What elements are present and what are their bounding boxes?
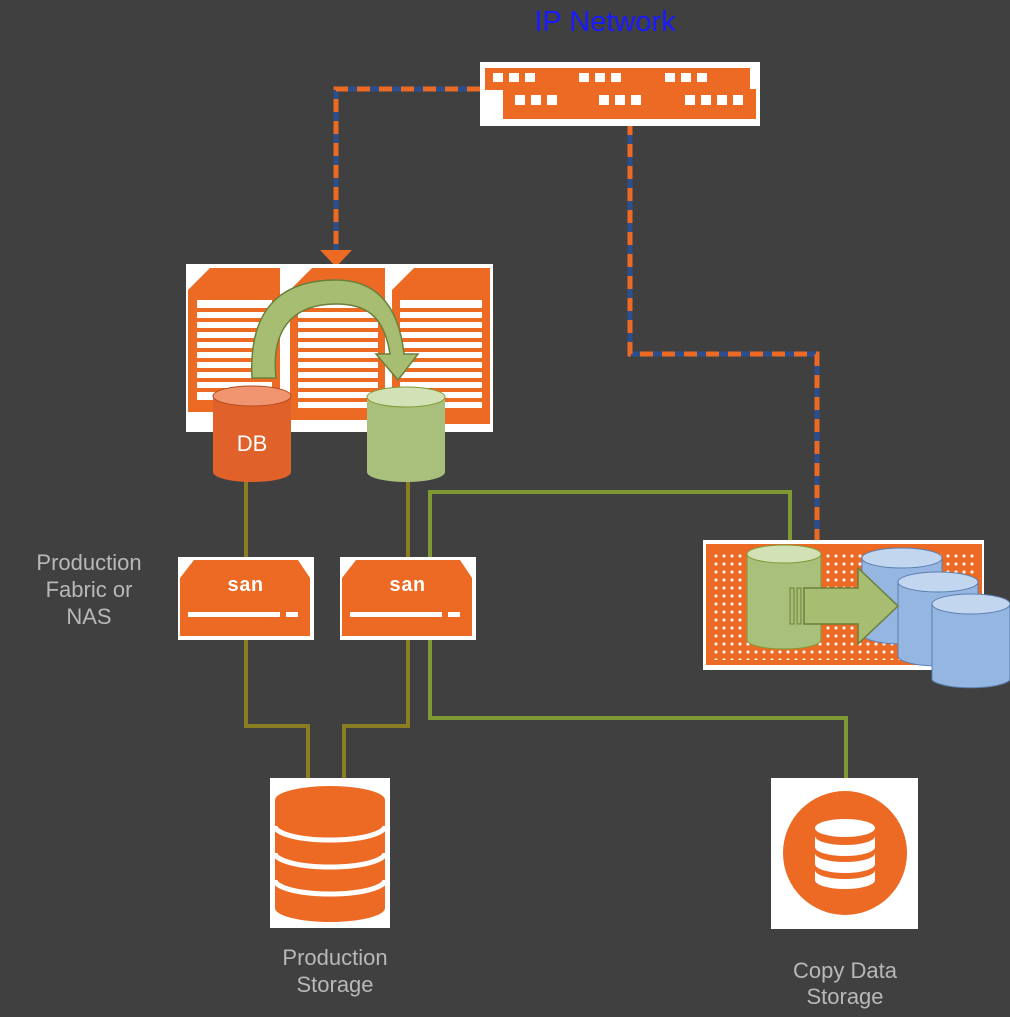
storage-stack-icon bbox=[270, 778, 390, 928]
arrow-down-icon bbox=[320, 250, 352, 267]
db-label: DB bbox=[237, 431, 268, 456]
copy-data-storage-icon bbox=[771, 778, 918, 929]
copy-arrow-icon bbox=[789, 566, 900, 646]
curved-arrow-icon bbox=[251, 279, 420, 382]
production-storage-label-line-2: Storage bbox=[296, 972, 374, 997]
san-label-left: san bbox=[227, 575, 263, 598]
copy-data-storage-label-line-2: Storage bbox=[806, 984, 884, 1009]
fabric-label-line-3: NAS bbox=[66, 604, 112, 629]
database-copy-icon bbox=[366, 386, 446, 482]
fabric-label: Production Fabric or NAS bbox=[14, 549, 164, 630]
green-connections bbox=[428, 490, 848, 790]
san-switch-icon bbox=[178, 557, 314, 640]
san-label-right: san bbox=[389, 575, 425, 598]
network-switch-icon bbox=[480, 62, 760, 126]
copy-data-storage-label-line-1: Copy Data bbox=[793, 958, 897, 983]
production-storage-label-line-1: Production bbox=[282, 945, 388, 970]
production-storage-label: Production Storage bbox=[250, 944, 420, 998]
san-switch-icon bbox=[340, 557, 476, 640]
copy-data-storage-label: Copy Data Storage bbox=[760, 958, 930, 1010]
fabric-label-line-2: Fabric or bbox=[45, 577, 133, 602]
fabric-label-line-1: Production bbox=[36, 550, 142, 575]
olive-connections bbox=[244, 480, 410, 785]
switch-to-copy-appliance-link bbox=[627, 122, 820, 541]
database-icon bbox=[212, 385, 292, 482]
diagram-title: IP Network bbox=[534, 6, 676, 38]
switch-to-servers-link bbox=[320, 86, 480, 267]
server-rack-icon bbox=[186, 264, 493, 432]
copy-data-appliance-icon bbox=[703, 540, 1010, 689]
